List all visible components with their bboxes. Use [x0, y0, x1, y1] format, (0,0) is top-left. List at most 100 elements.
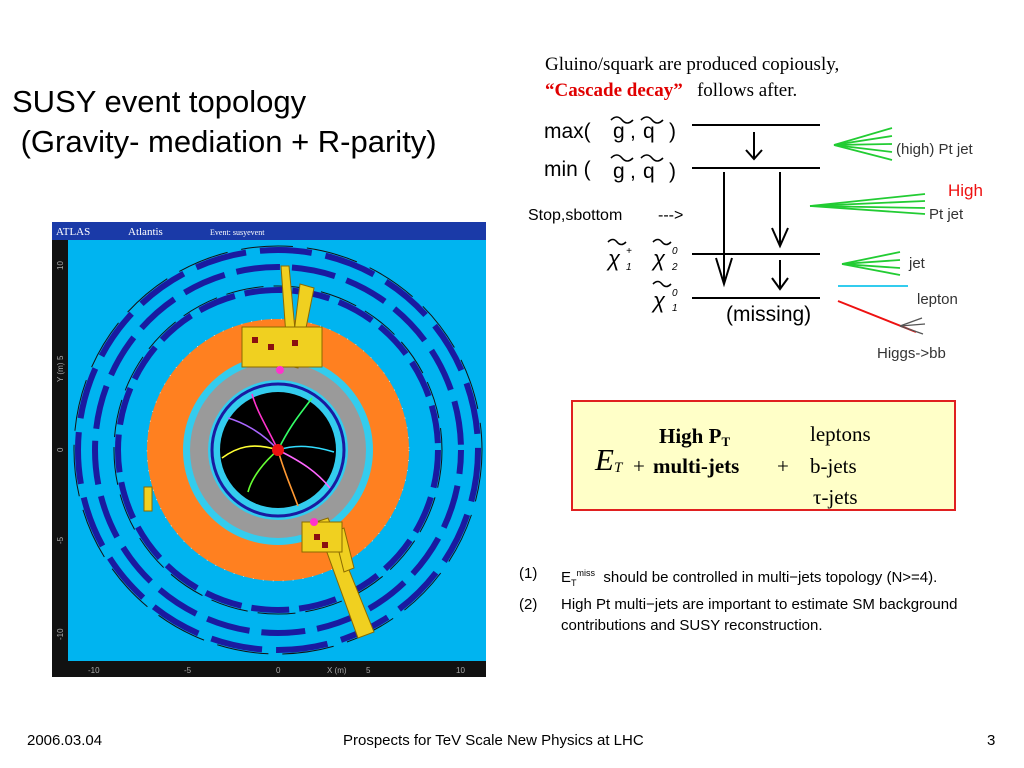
note-2-text: High Pt multi−jets are important to esti… [561, 596, 958, 634]
follows-after-text: follows after. [696, 80, 798, 101]
max-q: q [643, 120, 655, 143]
track [277, 449, 331, 489]
energy-cluster [241, 326, 323, 368]
slide-title: SUSY event topology (Gravity- mediation … [12, 82, 437, 162]
et-miss-symbol: ET [595, 442, 622, 478]
x-tick: 0 [276, 666, 281, 675]
tilde-icon [610, 116, 634, 124]
interaction-vertex [272, 444, 284, 456]
min-close: ) [669, 160, 676, 183]
high-red-label: High [948, 181, 983, 200]
atlas-event-display: ATLAS Atlantis Event: susyevent 10 5 0 -… [52, 222, 486, 677]
plus-sign-2: + [777, 454, 789, 478]
footer-page-number: 3 [987, 732, 996, 749]
pt-jet-label: Pt jet [929, 206, 964, 223]
stop-sbottom-label: Stop,sbottom [528, 207, 622, 224]
chi2-symbol: χ [651, 246, 666, 271]
pt-jet-fan [809, 193, 926, 215]
min-comma: , [630, 160, 636, 183]
tilde-icon [607, 238, 627, 246]
event-name-label: Event: susyevent [210, 228, 265, 237]
tilde-icon [640, 154, 664, 162]
chi0-symbol: χ [651, 288, 666, 313]
note-et-sub: T [571, 578, 577, 588]
stop-arrow: ---> [658, 207, 683, 224]
footer-date: 2006.03.04 [27, 732, 103, 749]
hit-marker [276, 366, 284, 374]
tilde-icon [652, 280, 672, 288]
muon-ring-outer [75, 247, 481, 653]
missing-label: (missing) [726, 303, 811, 326]
x-tick: 10 [456, 666, 465, 675]
muon-ring-outline [113, 285, 443, 615]
muon-ring-middle [92, 264, 464, 636]
max-label: max( [544, 120, 591, 143]
note-2: (2) High Pt multi−jets are important to … [519, 594, 1009, 636]
multi-jets-label: multi-jets [653, 454, 740, 478]
high-pt-jet-label: (high) Pt jet [896, 141, 974, 158]
jet-fan [841, 251, 901, 276]
note-number: (2) [519, 596, 538, 613]
x-tick: 5 [366, 666, 371, 675]
arrow-chi2-chi0 [771, 260, 789, 291]
note-1: (1) ETmiss should be controlled in multi… [519, 563, 1009, 594]
cell-hit [252, 337, 258, 343]
arrow-min-chi0-long [715, 172, 733, 288]
cascade-caption: Gluino/squark are produced copiously, “C… [545, 52, 839, 104]
solenoid-ring [210, 382, 346, 518]
cell-hit [268, 344, 274, 350]
muon-ring-inner [115, 287, 441, 613]
chi1-sup: + [626, 246, 632, 257]
energy-cluster [143, 486, 153, 512]
x-axis-strip [52, 661, 486, 677]
high-pt-sub: T [721, 434, 731, 449]
min-g: g [613, 160, 625, 183]
note-1-text: should be controlled in multi−jets topol… [603, 569, 938, 586]
tau-jets-label: τ-jets [813, 485, 858, 509]
max-comma: , [630, 120, 636, 143]
chi2-sub: 2 [671, 262, 678, 273]
chi1-sub: 1 [626, 262, 632, 273]
y-axis-strip [52, 240, 68, 677]
atlas-header-label: ATLAS [56, 226, 90, 238]
min-label: min ( [544, 158, 591, 181]
slide-title-line2: (Gravity- mediation + R-parity) [12, 124, 437, 159]
arrow-min-chi2 [771, 172, 789, 249]
leptons-label: leptons [810, 422, 871, 446]
lepton-label: lepton [917, 291, 958, 308]
high-pt-jet-fan [833, 127, 893, 161]
chi1-symbol: χ [606, 246, 621, 271]
high-pt-label: High PT [659, 424, 730, 450]
y-tick: 5 [56, 355, 65, 360]
arrow-max-min [745, 132, 763, 161]
atlantis-header-label: Atlantis [128, 226, 163, 238]
y-tick: 10 [56, 261, 65, 270]
chi0-sub: 1 [672, 303, 678, 314]
tilde-icon [640, 116, 664, 124]
tilde-icon [652, 238, 672, 246]
chi0-sup: 0 [672, 288, 678, 299]
tilde-icon [610, 154, 634, 162]
muon-ring-outline [73, 245, 483, 655]
hit-marker [310, 518, 318, 526]
track [251, 393, 279, 451]
note-et: E [561, 569, 572, 586]
x-tick: -10 [88, 666, 100, 675]
et-symbol-sub: T [613, 460, 623, 476]
cascade-decay-diagram: max( g , q ) min ( g , q ) Stop,sbottom … [528, 116, 983, 362]
calorimeter-cells [146, 318, 410, 582]
y-tick: -5 [56, 536, 65, 544]
higgs-bb-label: Higgs->bb [877, 345, 946, 362]
plus-sign: + [633, 454, 645, 478]
track [277, 397, 313, 451]
x-tick: -5 [184, 666, 192, 675]
signature-box: ET + High PT multi-jets + leptons b-jets… [571, 400, 956, 511]
x-axis-label: X (m) [327, 666, 347, 675]
gluino-line1: Gluino/squark are produced copiously, [545, 54, 840, 75]
gluino-line2: “Cascade decay” follows after. [545, 78, 839, 104]
bb-fan [899, 317, 926, 335]
cell-hit [322, 542, 328, 548]
cell-hit [314, 534, 320, 540]
notes-list: (1) ETmiss should be controlled in multi… [519, 563, 1009, 636]
y-tick: -10 [56, 628, 65, 640]
